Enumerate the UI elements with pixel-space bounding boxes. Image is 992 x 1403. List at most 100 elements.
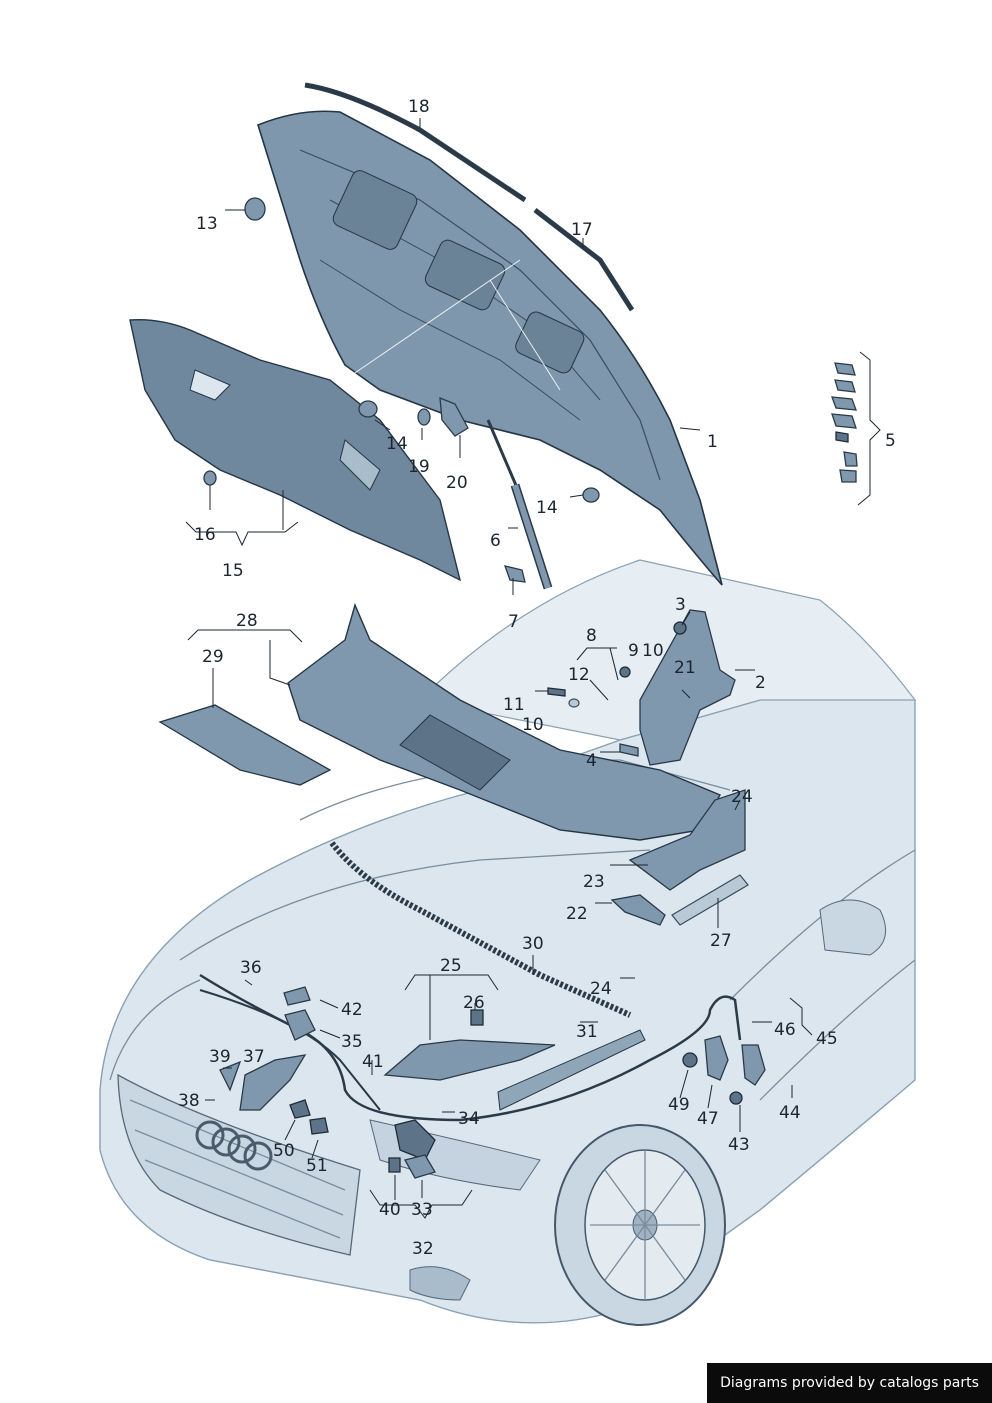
callout-16: 16 (194, 525, 216, 545)
switch-50 (289, 1099, 311, 1119)
callout-11: 11 (503, 695, 525, 715)
hood-hinge (639, 609, 736, 766)
callout-47: 47 (697, 1109, 719, 1129)
callout-2: 2 (755, 673, 766, 693)
lock-35 (284, 1009, 316, 1041)
callout-1: 1 (707, 432, 718, 452)
bolt-4 (619, 743, 639, 757)
callout-46: 46 (774, 1020, 796, 1040)
callout-34: 34 (458, 1109, 480, 1129)
bolt-11 (547, 687, 566, 697)
latch-33 (404, 1154, 436, 1179)
callout-4: 4 (586, 751, 597, 771)
callout-31: 31 (576, 1022, 598, 1042)
callout-33: 33 (411, 1200, 433, 1220)
buffer-14a (358, 400, 378, 418)
callout-43: 43 (728, 1135, 750, 1155)
bolt-51 (309, 1117, 329, 1135)
callout-9: 9 (628, 641, 639, 661)
ball-stud-7 (503, 565, 526, 583)
callout-44: 44 (779, 1103, 801, 1123)
cowl-panel (287, 602, 722, 841)
callout-25: 25 (440, 956, 462, 976)
callout-7: 7 (508, 612, 519, 632)
callout-27: 27 (710, 931, 732, 951)
leader-lines (185, 118, 881, 1219)
callout-17: 17 (571, 220, 593, 240)
callout-29: 29 (202, 647, 224, 667)
lock-37 (239, 1054, 307, 1111)
nut-9 (619, 666, 631, 678)
callout-50: 50 (273, 1141, 295, 1161)
credit-text: Diagrams provided by catalogs parts (720, 1375, 979, 1391)
callout-37: 37 (243, 1047, 265, 1067)
latch-34 (394, 1119, 436, 1161)
callout-30: 30 (522, 934, 544, 954)
callout-42: 42 (341, 1000, 363, 1020)
buffer-14b (582, 487, 600, 503)
callout-10b: 10 (522, 715, 544, 735)
lock-45 (741, 1044, 766, 1086)
callout-labels: 1 2 3 4 5 6 7 8 9 10 10 11 12 13 14 14 1… (178, 97, 896, 1259)
latch-40 (388, 1157, 401, 1173)
cowl-cover-mat (158, 704, 332, 786)
side-bracket (628, 789, 746, 891)
callout-13: 13 (196, 214, 218, 234)
callout-22: 22 (566, 904, 588, 924)
callout-24b: 24 (590, 979, 612, 999)
callout-26: 26 (463, 993, 485, 1013)
callout-23: 23 (583, 872, 605, 892)
lock-cover (383, 1039, 556, 1081)
callout-28: 28 (236, 611, 258, 631)
callout-6: 6 (490, 531, 501, 551)
hood-panel (257, 110, 723, 586)
callout-36: 36 (240, 958, 262, 978)
credit-banner: Diagrams provided by catalogs parts (707, 1363, 992, 1403)
callout-20: 20 (446, 473, 468, 493)
hood-seal-rear (304, 82, 527, 203)
callout-12: 12 (568, 665, 590, 685)
callout-19: 19 (408, 457, 430, 477)
callout-35: 35 (341, 1032, 363, 1052)
callout-41: 41 (362, 1052, 384, 1072)
side-seal (671, 874, 749, 926)
callout-3: 3 (675, 595, 686, 615)
callout-51: 51 (306, 1156, 328, 1176)
lock-carrier-trim (497, 1029, 646, 1111)
front-seal-strip (329, 841, 632, 1018)
cover-22 (610, 894, 666, 926)
buffer-13 (244, 197, 266, 221)
lock-47 (704, 1035, 729, 1081)
callout-45: 45 (816, 1029, 838, 1049)
callout-38: 38 (178, 1091, 200, 1111)
callout-40: 40 (379, 1200, 401, 1220)
front-wheel (554, 1124, 726, 1326)
brand-rings-emblem (195, 1120, 273, 1171)
callout-14b: 14 (536, 498, 558, 518)
gas-strut (486, 419, 553, 590)
callout-39: 39 (209, 1047, 231, 1067)
bracket-20 (439, 397, 469, 437)
callout-21: 21 (674, 658, 696, 678)
callout-49: 49 (668, 1095, 690, 1115)
callout-10a: 10 (642, 641, 664, 661)
callout-32: 32 (412, 1239, 434, 1259)
clip-19 (417, 408, 431, 426)
callout-8: 8 (586, 626, 597, 646)
nut-3 (673, 621, 687, 635)
nut-43 (729, 1091, 743, 1105)
grommet-49 (682, 1052, 698, 1068)
hood-seal-side (533, 208, 635, 312)
hood-fasteners (203, 197, 687, 757)
callout-5: 5 (885, 431, 896, 451)
lock-42 (283, 986, 311, 1006)
callout-18: 18 (408, 97, 430, 117)
callout-24a: 24 (731, 787, 753, 807)
cable-clip (470, 1009, 484, 1026)
clip-16 (203, 470, 217, 486)
callout-14a: 14 (386, 434, 408, 454)
car-body (99, 559, 917, 1326)
washer-10 (568, 698, 580, 708)
callout-15: 15 (222, 561, 244, 581)
